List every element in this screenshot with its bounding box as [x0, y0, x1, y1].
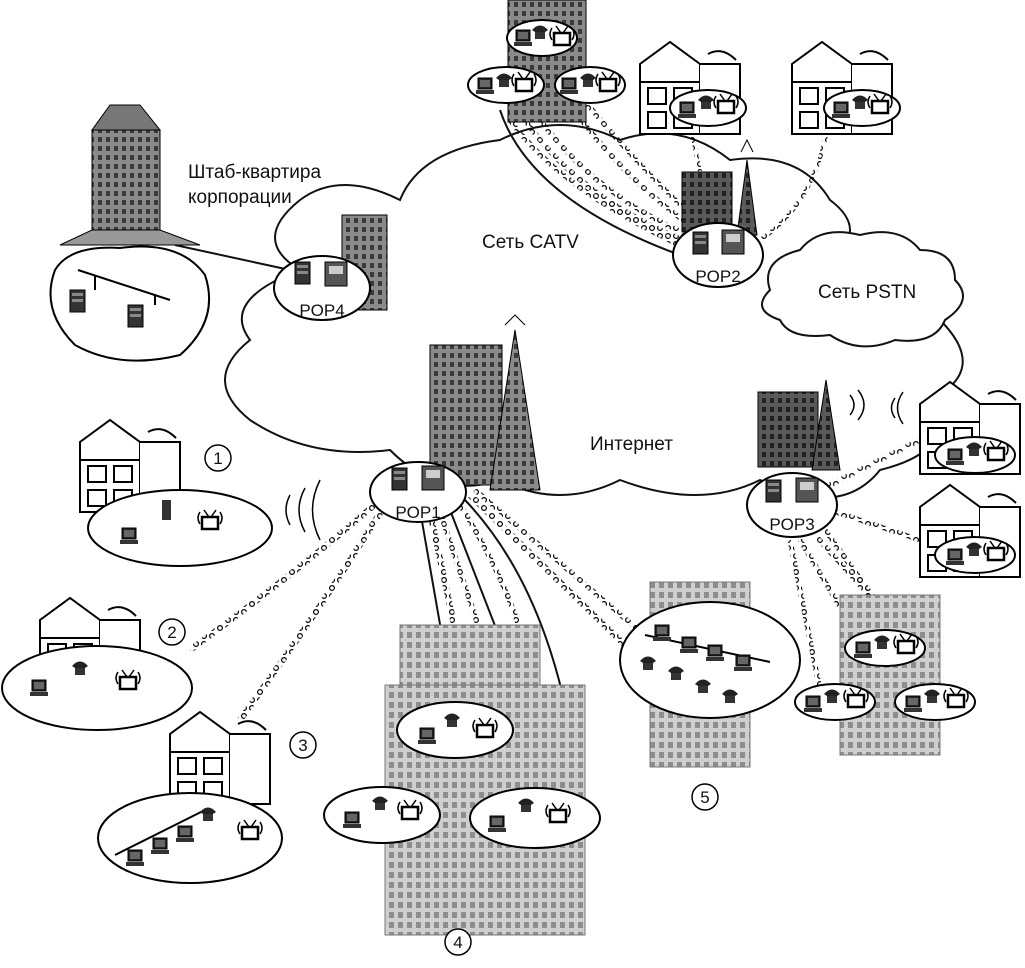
server-icon	[692, 231, 709, 255]
computer-icon	[733, 654, 753, 672]
marker-5-label: 5	[700, 788, 709, 807]
computer-icon	[903, 695, 923, 713]
laptop-icon	[119, 527, 139, 545]
router-icon	[795, 477, 819, 503]
computer-icon	[417, 727, 437, 745]
hq-lan-group	[49, 245, 211, 362]
pop3-label: POP3	[769, 515, 814, 534]
headquarters-label-line2: корпорации	[188, 187, 292, 208]
computer-icon	[175, 825, 195, 843]
marker-5: 5	[691, 783, 719, 811]
marker-3: 3	[289, 731, 317, 759]
marker-2: 2	[158, 618, 186, 646]
headquarters-label-line1: Штаб-квартира	[188, 162, 321, 183]
pop1-node: POP1	[369, 461, 467, 523]
home-3-devices	[97, 792, 283, 884]
computer-icon	[559, 77, 579, 95]
computer-icon	[705, 644, 725, 662]
pop3-building-icon	[757, 379, 904, 471]
server-icon	[765, 479, 782, 503]
pop2-label: POP2	[695, 267, 740, 286]
marker-3-label: 3	[298, 736, 307, 755]
computer-icon	[29, 679, 49, 697]
marker-1: 1	[204, 444, 232, 472]
computer-icon	[342, 811, 362, 829]
catv-building-devices	[467, 19, 626, 104]
computer-icon	[125, 849, 145, 867]
computer-icon	[945, 548, 965, 566]
catv-house-devices	[669, 89, 901, 127]
headquarters-building-icon	[59, 104, 201, 246]
computer-icon	[150, 837, 170, 855]
pop4-node: POP4	[273, 255, 371, 321]
marker-4-label: 4	[453, 933, 462, 952]
computer-icon	[853, 641, 873, 659]
office-building-4-icon	[384, 624, 586, 936]
catv-headend-building-icon	[507, 0, 587, 123]
computer-icon	[945, 448, 965, 466]
marker-2-label: 2	[167, 623, 176, 642]
computer-icon	[475, 77, 495, 95]
home-2-devices	[1, 645, 193, 731]
pop3-node: POP3	[746, 472, 838, 538]
home-1-devices	[87, 489, 273, 567]
pstn-network-label: Сеть PSTN	[818, 282, 916, 303]
router-icon	[421, 465, 445, 491]
pop4-label: POP4	[299, 301, 344, 320]
server-icon	[391, 467, 408, 491]
mobile-phone-icon	[162, 500, 171, 520]
pop1-tower-building-icon	[429, 314, 541, 491]
server-icon	[294, 261, 311, 285]
pop1-label: POP1	[395, 503, 440, 522]
computer-icon	[803, 695, 823, 713]
server-icon	[127, 304, 144, 328]
apartment-devices	[794, 629, 976, 721]
internet-label: Интернет	[590, 434, 673, 455]
computer-icon	[677, 101, 697, 119]
computer-icon	[487, 815, 507, 833]
marker-1-label: 1	[213, 449, 222, 468]
router-icon	[324, 261, 348, 287]
computer-icon	[652, 624, 672, 642]
marker-4: 4	[444, 928, 472, 956]
pstn-cloud	[761, 231, 964, 348]
computer-icon	[831, 101, 851, 119]
catv-network-label: Сеть CATV	[482, 232, 579, 253]
pop2-node: POP2	[672, 222, 764, 288]
wireless-signal-icon	[285, 479, 321, 541]
apartment-building-icon	[839, 594, 941, 756]
server-icon	[69, 289, 86, 313]
office-5-lan-devices	[619, 601, 801, 719]
router-icon	[721, 229, 745, 255]
computer-icon	[679, 636, 699, 654]
house-3-icon	[169, 711, 271, 805]
pstn-house-devices	[934, 436, 1016, 574]
computer-icon	[513, 29, 533, 47]
office-4-floor-devices	[323, 701, 601, 849]
